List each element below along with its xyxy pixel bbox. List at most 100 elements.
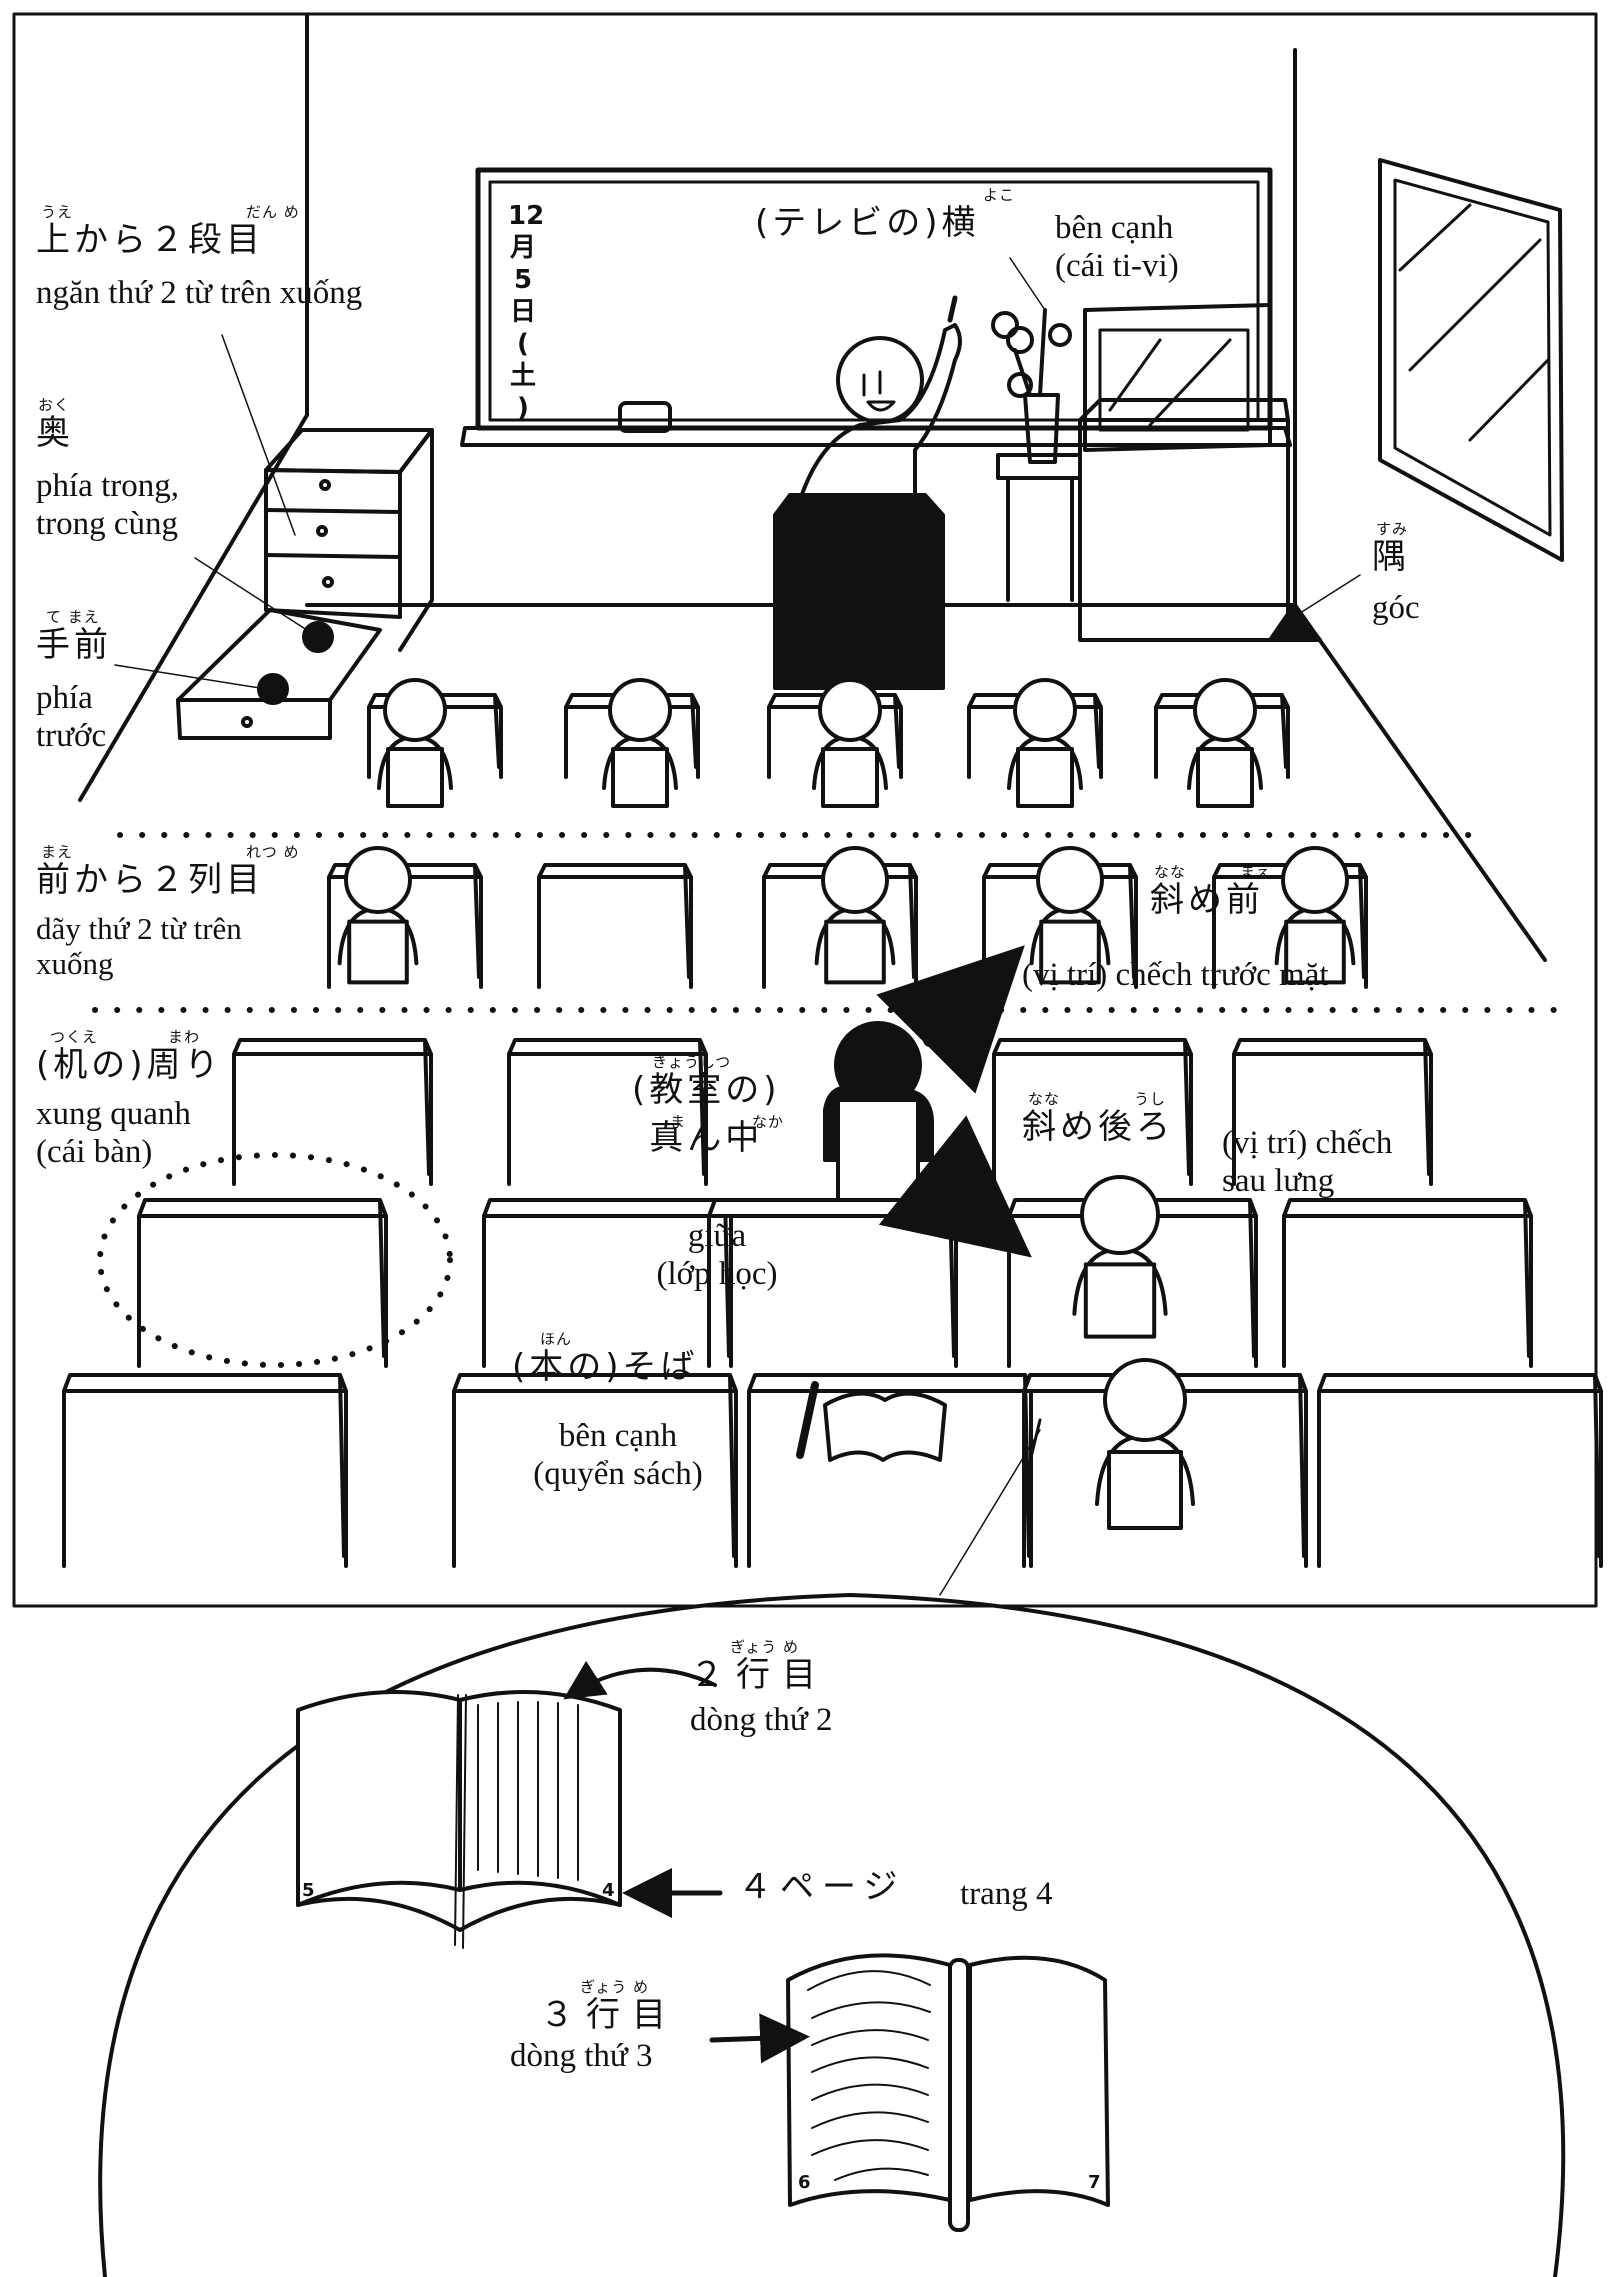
- label-sumi: すみ 隅 góc: [1372, 520, 1420, 626]
- desks: [62, 678, 1603, 1568]
- book2-page-right: 7: [1088, 2172, 1101, 2193]
- student: [1029, 846, 1111, 985]
- yoko-leader: [1009, 257, 1046, 311]
- student: [1187, 678, 1263, 808]
- temae-jp: 手前: [36, 625, 112, 665]
- date-char: ): [517, 393, 529, 423]
- tv-yoko-jp: (テレビの)横: [755, 203, 980, 243]
- label-naname-ushiro-vn: (vị trí) chếch sau lưng: [1222, 1125, 1393, 1199]
- inset-page4-jp: ４ページ: [738, 1867, 906, 1907]
- student: [1095, 1358, 1195, 1530]
- hon-soba-jp: (本の)そば: [512, 1347, 699, 1387]
- zoom-leader: [939, 1429, 1041, 1596]
- inset-line3-vn: dòng thứ 3: [510, 2037, 653, 2074]
- inset-page4-vn: trang 4: [960, 1876, 1053, 1912]
- label-inset-line2: ぎょう め ２行目 dòng thứ 2: [690, 1638, 833, 1738]
- desk: [137, 1198, 388, 1368]
- arrow-diagonal-front: [876, 945, 1025, 1094]
- desk: [452, 1373, 738, 1568]
- leader-lines-left: [114, 334, 311, 689]
- student: [1274, 846, 1356, 985]
- oku-jp: 奥: [36, 413, 74, 453]
- drawer-second-jp: 上から２段目: [36, 220, 264, 260]
- student: [812, 678, 888, 808]
- desk: [564, 693, 700, 779]
- naname-ushiro-jp: 斜め後ろ: [1022, 1107, 1174, 1147]
- student: [1007, 678, 1083, 808]
- desk: [327, 863, 483, 989]
- desk: [1022, 1373, 1308, 1568]
- chest-of-drawers: [176, 428, 434, 740]
- naname-mae-vn: (vị trí) chếch trước mặt: [1022, 957, 1329, 993]
- student: [1072, 1175, 1168, 1339]
- book-on-desk: [796, 1381, 947, 1462]
- label-oku: おく 奥 phía trong, trong cùng: [36, 396, 179, 542]
- student: [377, 678, 453, 808]
- label-inset-line3: ぎょう め ３行目 dòng thứ 3: [510, 1978, 678, 2074]
- student: [337, 846, 419, 985]
- student: [814, 846, 896, 985]
- label-drawer-second: うえ だん め 上から２段目 ngăn thứ 2 từ trên xuống: [36, 203, 363, 311]
- inset-line2-vn: dòng thứ 2: [690, 1701, 833, 1738]
- inset-circle: [98, 1593, 1566, 2277]
- center-student: [823, 1021, 934, 1202]
- naname-mae-jp: 斜め前: [1150, 880, 1264, 920]
- desk: [1007, 1198, 1258, 1368]
- row-separators: [92, 832, 1563, 1013]
- desk: [982, 863, 1138, 989]
- row-second-jp: 前から２列目: [36, 860, 264, 900]
- book2-page-left: 6: [798, 2172, 811, 2193]
- flower-vase: [991, 308, 1072, 464]
- label-tv-yoko: よこ (テレビの)横: [755, 186, 1016, 243]
- desk: [232, 1038, 433, 1186]
- student: [602, 678, 678, 808]
- desk-highlight-circle: [97, 1152, 453, 1368]
- room-walls: [78, 14, 1547, 962]
- oku-vn-2: trong cùng: [36, 505, 179, 542]
- date-char: 日: [509, 297, 536, 327]
- desk: [507, 1038, 708, 1186]
- date-char: 5: [513, 265, 533, 295]
- inset-line3-jp: ３行目: [540, 1995, 678, 2035]
- book1-page-left: 5: [302, 1880, 315, 1901]
- oku-vn-1: phía trong,: [36, 467, 179, 504]
- inset-book-1: [296, 1690, 622, 1949]
- date-char: 12: [508, 201, 545, 231]
- tsukue-mawari-jp: (机の)周り: [36, 1045, 223, 1085]
- drawer-second-vn: ngăn thứ 2 từ trên xuống: [36, 274, 363, 311]
- teacher: [798, 295, 962, 502]
- desk: [1317, 1373, 1603, 1568]
- inset-line2-jp: ２行目: [690, 1655, 828, 1695]
- date-char: 土: [509, 361, 536, 391]
- label-mannaka-vn: giữa (lớp học): [656, 1218, 778, 1292]
- temae-vn-2: trước: [36, 717, 107, 754]
- date-char: 月: [509, 233, 536, 263]
- sumi-vn: góc: [1372, 589, 1420, 626]
- desk: [537, 863, 693, 989]
- label-temae: て まえ 手前 phía trước: [36, 608, 112, 754]
- arrow-line2: [563, 1660, 717, 1700]
- desk: [367, 693, 503, 779]
- arrow-line3: [709, 2013, 810, 2064]
- desk: [767, 693, 903, 779]
- inset-book-2: [786, 1953, 1110, 2232]
- label-hon-soba: ほん (本の)そば: [512, 1330, 699, 1387]
- label-tv-yoko-vn: bên cạnh (cái ti-vi): [1055, 210, 1179, 284]
- label-naname-mae: なな まえ 斜め前: [1150, 863, 1273, 920]
- frame-border: [12, 12, 1598, 1608]
- desk: [967, 693, 1103, 779]
- desk: [1282, 1198, 1533, 1368]
- book1-page-right: 4: [602, 1880, 615, 1901]
- sumi-leader: [1296, 574, 1361, 616]
- mannaka-jp-2: 真ん中: [649, 1117, 764, 1158]
- desk: [1212, 863, 1368, 989]
- date-char: (: [517, 329, 529, 359]
- temae-vn-1: phía: [36, 679, 93, 716]
- desk: [762, 863, 918, 989]
- label-hon-soba-vn: bên cạnh (quyển sách): [533, 1418, 703, 1492]
- desk: [1154, 693, 1290, 779]
- desk: [62, 1373, 348, 1568]
- television: [1083, 303, 1272, 452]
